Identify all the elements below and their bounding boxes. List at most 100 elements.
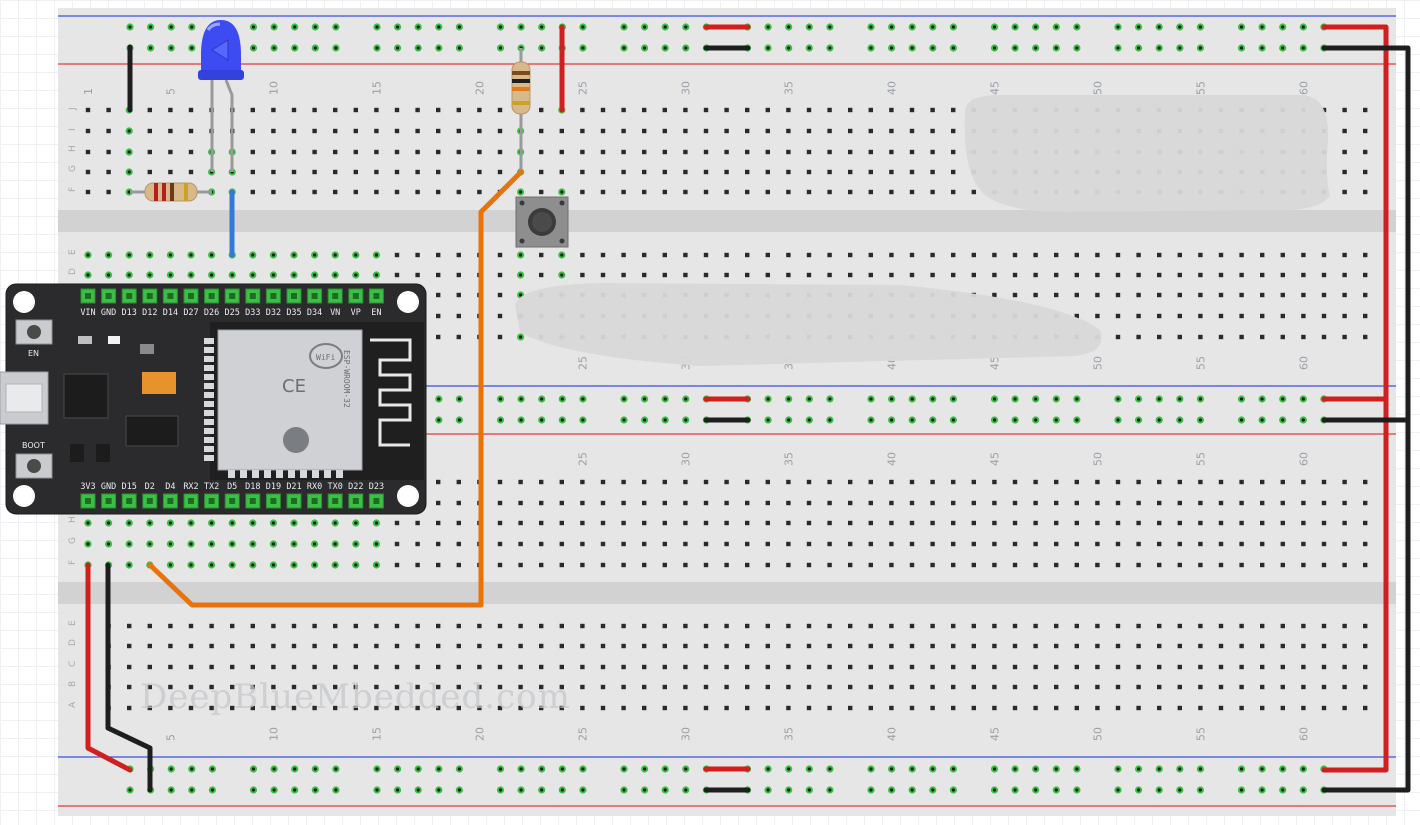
breadboard-hole[interactable] [951, 623, 956, 629]
breadboard-hole[interactable] [1363, 479, 1368, 485]
breadboard-hole[interactable] [85, 107, 91, 113]
wire-red-3v3[interactable] [85, 562, 133, 773]
breadboard-hole[interactable] [436, 292, 441, 298]
breadboard-hole[interactable] [250, 149, 255, 155]
breadboard-hole[interactable] [642, 684, 647, 690]
breadboard-hole[interactable] [497, 149, 503, 155]
breadboard-hole[interactable] [930, 541, 935, 547]
breadboard-hole[interactable] [971, 479, 976, 485]
breadboard-hole[interactable] [848, 479, 853, 485]
breadboard-hole[interactable] [724, 272, 729, 278]
breadboard-hole[interactable] [333, 107, 338, 113]
breadboard-hole[interactable] [1363, 520, 1368, 526]
breadboard-hole[interactable] [147, 107, 152, 113]
breadboard-hole[interactable] [539, 562, 544, 568]
breadboard-hole[interactable] [374, 684, 379, 690]
breadboard-hole[interactable] [394, 107, 400, 113]
breadboard-hole[interactable] [1198, 292, 1203, 298]
breadboard-hole[interactable] [394, 520, 400, 526]
breadboard-hole[interactable] [827, 252, 832, 258]
breadboard-hole[interactable] [1321, 272, 1327, 278]
breadboard-hole[interactable] [806, 562, 812, 568]
breadboard-hole[interactable] [1157, 541, 1162, 547]
breadboard-hole[interactable] [848, 705, 853, 711]
breadboard-hole[interactable] [889, 541, 894, 547]
breadboard-hole[interactable] [1074, 313, 1079, 319]
breadboard-hole[interactable] [518, 562, 523, 568]
breadboard-hole[interactable] [621, 500, 626, 506]
breadboard-hole[interactable] [662, 252, 667, 258]
breadboard-hole[interactable] [827, 128, 832, 134]
breadboard-hole[interactable] [415, 252, 420, 258]
breadboard-hole[interactable] [1260, 313, 1265, 319]
breadboard-hole[interactable] [1095, 520, 1100, 526]
breadboard-hole[interactable] [539, 272, 544, 278]
breadboard-hole[interactable] [230, 684, 235, 690]
breadboard-hole[interactable] [1095, 252, 1100, 258]
breadboard-hole[interactable] [621, 562, 626, 568]
breadboard-hole[interactable] [1054, 705, 1059, 711]
breadboard-hole[interactable] [662, 479, 667, 485]
breadboard-hole[interactable] [312, 705, 317, 711]
breadboard-hole[interactable] [230, 623, 235, 629]
breadboard-hole[interactable] [312, 149, 317, 155]
breadboard-hole[interactable] [539, 479, 544, 485]
breadboard-hole[interactable] [930, 500, 935, 506]
breadboard-hole[interactable] [497, 272, 503, 278]
breadboard-hole[interactable] [930, 623, 935, 629]
breadboard-hole[interactable] [188, 107, 194, 113]
breadboard-hole[interactable] [456, 520, 461, 526]
breadboard-hole[interactable] [147, 623, 152, 629]
boot-button[interactable] [15, 453, 53, 479]
breadboard-hole[interactable] [1342, 169, 1347, 175]
breadboard-hole[interactable] [518, 643, 523, 649]
breadboard-hole[interactable] [600, 643, 606, 649]
breadboard-hole[interactable] [456, 292, 461, 298]
breadboard-hole[interactable] [291, 169, 297, 175]
breadboard-hole[interactable] [291, 664, 297, 670]
breadboard-hole[interactable] [992, 252, 997, 258]
breadboard-hole[interactable] [291, 643, 297, 649]
breadboard-hole[interactable] [291, 684, 297, 690]
breadboard-hole[interactable] [85, 149, 91, 155]
breadboard-hole[interactable] [1301, 334, 1306, 340]
breadboard-hole[interactable] [394, 128, 400, 134]
breadboard-hole[interactable] [806, 128, 812, 134]
breadboard-hole[interactable] [559, 643, 564, 649]
breadboard-hole[interactable] [415, 149, 420, 155]
breadboard-hole[interactable] [1260, 541, 1265, 547]
breadboard-hole[interactable] [600, 189, 606, 195]
breadboard-hole[interactable] [1342, 107, 1347, 113]
breadboard-hole[interactable] [621, 664, 626, 670]
breadboard-hole[interactable] [1115, 479, 1121, 485]
breadboard-hole[interactable] [1342, 189, 1347, 195]
breadboard-hole[interactable] [1115, 643, 1121, 649]
breadboard-hole[interactable] [1012, 623, 1018, 629]
breadboard-hole[interactable] [1095, 643, 1100, 649]
breadboard-hole[interactable] [497, 313, 503, 319]
breadboard-hole[interactable] [1074, 705, 1079, 711]
breadboard-hole[interactable] [85, 128, 91, 134]
breadboard-hole[interactable] [477, 149, 482, 155]
breadboard-hole[interactable] [724, 520, 729, 526]
breadboard-hole[interactable] [621, 520, 626, 526]
breadboard-hole[interactable] [374, 189, 379, 195]
breadboard-hole[interactable] [333, 705, 338, 711]
breadboard-hole[interactable] [703, 705, 709, 711]
breadboard-hole[interactable] [889, 128, 894, 134]
breadboard-hole[interactable] [1115, 252, 1121, 258]
breadboard-hole[interactable] [827, 107, 832, 113]
breadboard-hole[interactable] [909, 664, 915, 670]
breadboard-hole[interactable] [765, 643, 770, 649]
breadboard-hole[interactable] [456, 313, 461, 319]
breadboard-hole[interactable] [209, 623, 214, 629]
breadboard-hole[interactable] [724, 623, 729, 629]
breadboard-hole[interactable] [992, 562, 997, 568]
breadboard-hole[interactable] [1012, 684, 1018, 690]
breadboard-hole[interactable] [1054, 292, 1059, 298]
breadboard-hole[interactable] [909, 520, 915, 526]
breadboard-hole[interactable] [1280, 252, 1285, 258]
breadboard-hole[interactable] [1177, 664, 1182, 670]
breadboard-hole[interactable] [1321, 500, 1327, 506]
breadboard-hole[interactable] [806, 149, 812, 155]
